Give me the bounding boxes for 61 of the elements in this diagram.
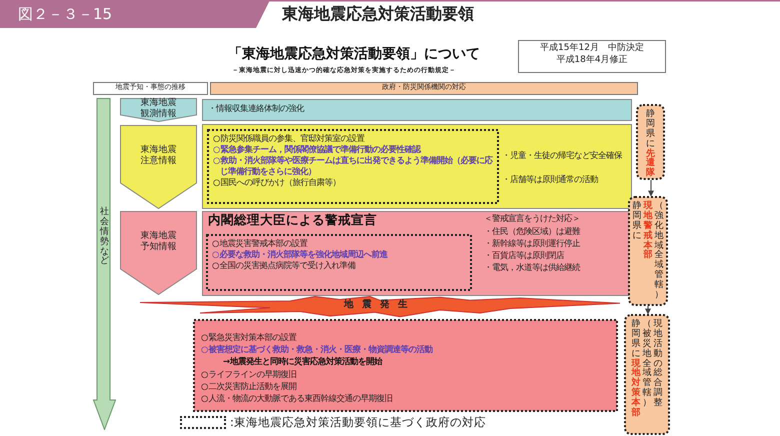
government-response-box [193, 319, 618, 412]
response-item: ○国民への呼びかけ（旅行自粛等） [213, 176, 342, 188]
response-item: ○人流・物流の大動脈である東西幹線交通の早期復旧 [201, 392, 394, 404]
action-text: ・電気，水道等は供給継続 [484, 262, 582, 273]
government-response-box [206, 234, 472, 291]
legend-text: :東海地震応急対策活動要領に基づく政府の対応 [230, 415, 486, 430]
response-item: →地震発生と同時に災害応急対策活動を開始 [222, 355, 384, 368]
headquarters-text: 現地警戒本部 [643, 202, 653, 262]
action-text: ・児童・生徒の帰宅など安全確保 [502, 150, 623, 161]
action-text: 内閣総理大臣による警戒宣言 [208, 212, 378, 228]
response-item: ○防災関係職員の参集、官邸対策室の設置 [213, 133, 366, 144]
response-item: ○緊急災害対策本部の設置 [201, 331, 298, 344]
side-label: 社会情勢など [100, 208, 110, 268]
headquarters-text: （被災地全域管轄） [642, 320, 652, 410]
date-note: 平成15年12月 中防決定 [539, 43, 645, 54]
action-text: ・新幹線等は原則運行停止 [484, 238, 582, 249]
stage-label: 東海地震注意情報 [140, 145, 177, 167]
action-text: ・情報収集連絡体制の強化 [208, 103, 306, 114]
date-box [518, 40, 666, 73]
response-item: ○全国の災害拠点病院等で受け入れ準備 [212, 260, 357, 271]
response-item: ○救助・消火部隊等や医療チームは直ちに出発できるよう準備開始（必要に応じ準備行動をさらに強化） [213, 154, 493, 177]
response-item: ○ライフラインの早期復旧 [201, 368, 298, 380]
response-item: ○地震災害警戒本部の設置 [212, 238, 308, 249]
stage-label: 東海地震観測情報 [140, 98, 178, 120]
title: 東海地震応急対策活動要領 [282, 4, 474, 25]
arrow [645, 306, 651, 315]
stage-label: 東海地震予知情報 [140, 231, 177, 253]
action-text: ・住民（危険区域）は避難 [484, 226, 582, 237]
headquarters-box [624, 314, 670, 435]
date-note: 平成18年4月修正 [555, 54, 629, 66]
headquarters-text: 静岡県に [632, 202, 642, 242]
action-band [202, 124, 632, 209]
action-text: ・店舗等は原則通常の活動 [502, 174, 599, 185]
response-item: ○二次災害防止活動を展開 [201, 380, 298, 392]
arrow [648, 180, 654, 197]
earthquake-burst [140, 296, 620, 318]
action-band [202, 99, 632, 121]
headquarters-text: 現地活動の総合調整 [653, 320, 663, 410]
government-response-box [207, 129, 499, 204]
timeline-arrow [93, 98, 116, 430]
heading: 「東海地震応急対策活動要領」について [228, 45, 480, 63]
action-text: ＜警戒宣言をうけた対応＞ [484, 213, 581, 224]
stage-box [120, 125, 197, 209]
response-item: ○被害想定に基づく救助・救急・消火・医療・物資調達等の活動 [201, 343, 434, 356]
stage-box [120, 211, 197, 295]
event-label: 地震発生 [342, 299, 417, 312]
action-band [202, 211, 632, 296]
headquarters-text: （強化地域全域管轄） [654, 202, 664, 301]
response-item: ○緊急参集チーム，関係閣僚協議で準備行動の必要性確認 [213, 144, 422, 155]
headquarters-text: 先遣隊 [646, 150, 656, 180]
column-header [93, 82, 208, 95]
response-item: ○必要な救助・消火部隊等を強化地域周辺へ前進 [212, 248, 389, 260]
figure-number: 図２－３－15 [18, 5, 112, 24]
headquarters-box [628, 196, 668, 306]
column-header [210, 82, 638, 95]
stage-box [120, 98, 197, 122]
headquarters-text: 静岡県に [646, 110, 656, 149]
headquarters-box [636, 104, 665, 180]
headquarters-text: 現地対策本部 [631, 360, 641, 419]
action-text: ・百貨店等は原則閉店 [484, 250, 566, 261]
headquarters-text: 静岡県に [632, 320, 641, 359]
